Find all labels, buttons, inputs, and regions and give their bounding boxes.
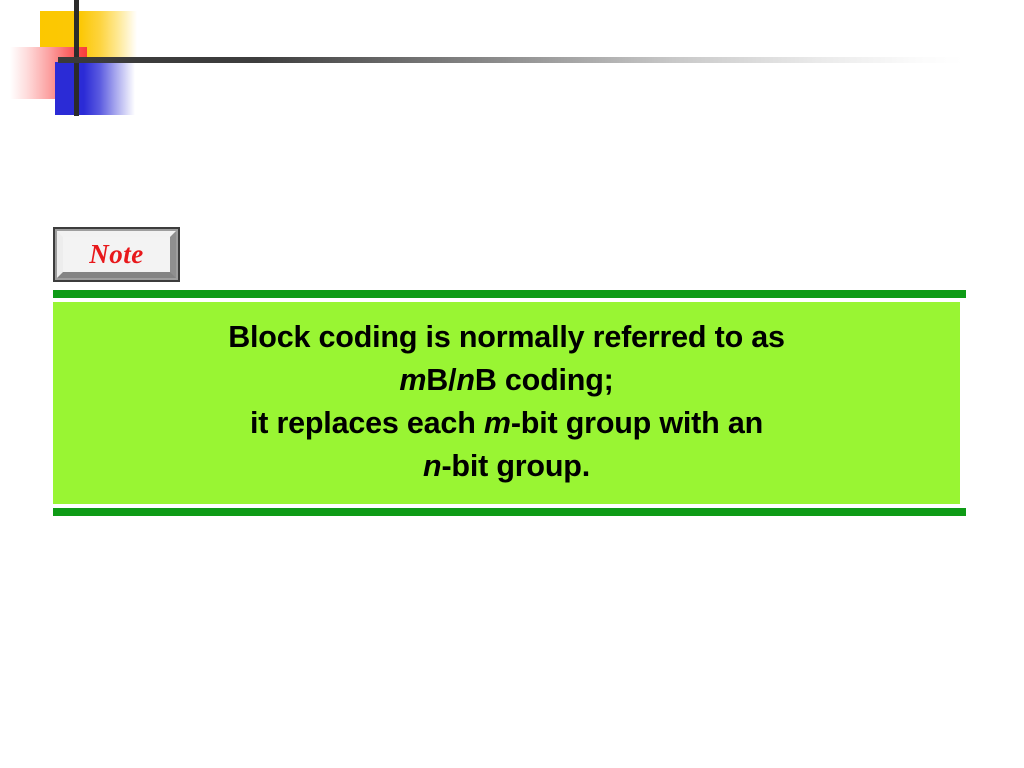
note-top-rule xyxy=(53,290,966,298)
note-line-3-var-m: m xyxy=(483,406,511,440)
note-callout-body: Block coding is normally referred to as … xyxy=(53,302,960,504)
note-line-3-prefix: it replaces each xyxy=(249,406,484,440)
note-rule-gap-top xyxy=(53,298,966,302)
note-bottom-rule xyxy=(53,508,966,516)
note-line-4-var-n: n xyxy=(423,449,442,483)
note-line-2-suffix: B coding; xyxy=(474,363,614,397)
note-badge-label: Note xyxy=(89,239,144,269)
corner-decoration xyxy=(0,0,300,140)
note-badge: Note xyxy=(53,227,180,282)
note-badge-face: Note xyxy=(57,231,176,278)
note-line-2-var-n: n xyxy=(456,363,475,397)
note-line-1: Block coding is normally referred to as xyxy=(228,320,785,354)
note-line-2-var-m: m xyxy=(399,363,427,397)
note-line-2-mid: B/ xyxy=(426,363,457,397)
note-callout-text: Block coding is normally referred to as … xyxy=(53,316,960,488)
note-line-4-suffix: -bit group. xyxy=(441,449,590,483)
note-rule-gap-bottom xyxy=(53,504,966,508)
note-line-3-suffix: -bit group with an xyxy=(510,406,764,440)
decoration-horizontal-rule xyxy=(58,57,963,63)
note-callout: Block coding is normally referred to as … xyxy=(53,290,966,516)
